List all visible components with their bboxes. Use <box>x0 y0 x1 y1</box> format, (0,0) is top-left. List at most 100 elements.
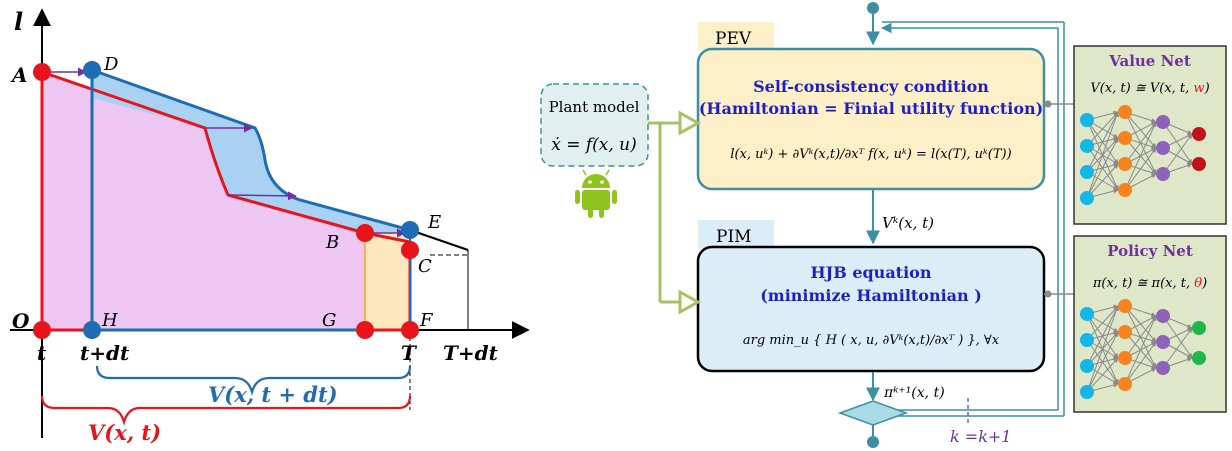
net-node <box>1080 385 1094 399</box>
point-C <box>401 241 419 259</box>
value-net-title: Value Net <box>1108 52 1191 70</box>
net-node <box>1118 183 1132 197</box>
plant-box <box>540 83 649 167</box>
pev-title-1: Self-consistency condition <box>753 77 989 96</box>
policy-net-title: Policy Net <box>1107 242 1193 260</box>
point-E <box>401 221 419 239</box>
y-axis-label: l <box>14 7 23 36</box>
point-F <box>401 321 419 339</box>
net-edge <box>1086 111 1119 173</box>
net-node <box>1156 167 1170 181</box>
net-node <box>1156 335 1170 349</box>
net-edge <box>1162 315 1193 359</box>
label-G: G <box>322 310 336 331</box>
net-node <box>1080 139 1094 153</box>
net-node <box>1156 309 1170 323</box>
net-node <box>1118 299 1132 313</box>
net-node <box>1080 307 1094 321</box>
net-node <box>1118 105 1132 119</box>
point-O <box>33 321 51 339</box>
net-node <box>1156 361 1170 375</box>
policy-net-graph <box>1080 299 1206 399</box>
pev-tag <box>698 22 774 50</box>
net-node <box>1080 113 1094 127</box>
point-D <box>83 61 101 79</box>
net-node <box>1118 131 1132 145</box>
net-node <box>1118 377 1132 391</box>
pim-title-2: (minimize Hamiltonian ) <box>760 286 982 305</box>
label-D: D <box>103 54 119 75</box>
label-H: H <box>101 310 118 331</box>
net-node <box>1080 165 1094 179</box>
net-edge <box>1086 111 1119 199</box>
net-edge <box>1086 305 1119 393</box>
x-label-t: t <box>37 341 47 365</box>
net-edge <box>1124 147 1157 191</box>
red-curve <box>41 70 411 244</box>
net-edge <box>1086 163 1119 199</box>
x-label-T: T <box>401 341 418 365</box>
net-edge <box>1086 137 1119 199</box>
net-edge <box>1086 305 1119 341</box>
point-B <box>356 224 374 242</box>
net-node <box>1118 157 1132 171</box>
end-node <box>867 436 879 448</box>
net-node <box>1192 321 1206 335</box>
net-edge <box>1086 331 1119 393</box>
net-edge <box>1086 357 1119 393</box>
blue-brace-label: V(x, t + dt) <box>208 382 338 407</box>
net-node <box>1192 127 1206 141</box>
vk-label: Vᵏ(x, t) <box>882 214 934 232</box>
net-edge <box>1124 315 1157 385</box>
pev-tag-text: PEV <box>715 29 752 49</box>
label-B: B <box>325 232 339 253</box>
net-node <box>1156 115 1170 129</box>
label-F: F <box>419 310 434 331</box>
point-H <box>83 321 101 339</box>
net-node <box>1156 141 1170 155</box>
net-edge <box>1162 133 1193 175</box>
purple-area <box>42 72 365 330</box>
label-A: A <box>10 63 28 87</box>
start-node <box>867 2 879 14</box>
label-O: O <box>12 309 30 333</box>
net-edge <box>1124 121 1157 191</box>
net-edge <box>1124 121 1157 165</box>
net-node <box>1080 359 1094 373</box>
label-C: C <box>418 256 432 277</box>
android-icon <box>575 169 617 218</box>
pim-tag-text: PIM <box>716 227 752 247</box>
net-node <box>1192 157 1206 171</box>
pim-tag <box>698 220 774 248</box>
net-edge <box>1086 305 1119 367</box>
value-net-formula: V(x, t) ≅ V(x, t, w) <box>1090 81 1209 96</box>
x-label-Tdt: T+dt <box>443 341 499 365</box>
pim-equation: arg min_u { H ( x, u, ∂Vᵏ(x,t)/∂xᵀ ) }, … <box>743 333 1000 348</box>
net-node <box>1118 325 1132 339</box>
point-G <box>356 321 374 339</box>
label-E: E <box>427 212 441 233</box>
blue-area <box>92 70 410 242</box>
pev-box <box>696 47 1046 191</box>
plant-arrows <box>648 110 702 315</box>
pev-title-2: (Hamiltonian = Finial utility function) <box>699 99 1043 118</box>
net-edge <box>1086 111 1119 147</box>
decision-diamond <box>837 400 909 426</box>
red-brace-label: V(x, t) <box>88 420 161 445</box>
point-A <box>33 63 51 81</box>
net-edge <box>1162 121 1193 165</box>
loop-label: k =k+1 <box>950 427 1011 446</box>
net-node <box>1080 333 1094 347</box>
net-node <box>1118 351 1132 365</box>
net-edge <box>1124 315 1157 359</box>
value-net-graph <box>1080 105 1206 205</box>
pim-box <box>696 245 1046 373</box>
net-node <box>1192 351 1206 365</box>
net-node <box>1080 191 1094 205</box>
plant-title: Plant model <box>549 98 640 116</box>
x-label-tdt: t+dt <box>80 341 130 365</box>
policy-net-formula: π(x, t) ≅ π(x, t, θ) <box>1092 276 1207 291</box>
pev-equation: l(x, uᵏ) + ∂Vᵏ(x,t)/∂xᵀ f(x, uᵏ) = l(x(T… <box>730 147 1011 162</box>
pim-title-1: HJB equation <box>811 263 932 282</box>
